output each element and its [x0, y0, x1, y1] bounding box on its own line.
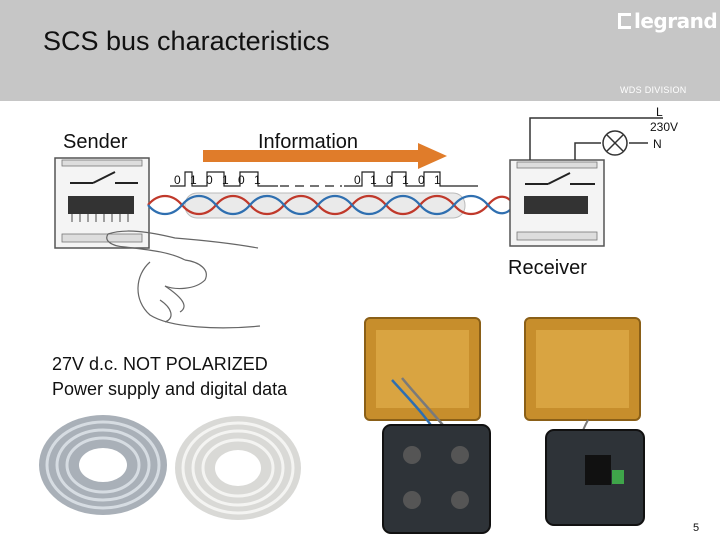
caption-line-1: 27V d.c. NOT POLARIZED [52, 354, 268, 374]
information-arrow-icon [203, 143, 447, 169]
sender-module-icon [54, 157, 150, 249]
legrand-logo-icon [618, 13, 631, 29]
digital-signal-trace [170, 171, 278, 187]
legrand-logo: legrand [618, 9, 718, 33]
white-cable-coil-icon [175, 416, 301, 520]
division-label: WDS DIVISION [620, 85, 687, 95]
twisted-pair-bus-icon [147, 192, 515, 219]
slide-title: SCS bus characteristics [43, 26, 330, 56]
receiver-label: Receiver [508, 257, 587, 279]
bits-group-1: 0 1 0 1 0 1 [174, 173, 261, 187]
line-label: L [656, 105, 663, 119]
receiver-installation-photo [524, 317, 645, 526]
lamp-icon [602, 130, 628, 156]
neutral-label: N [653, 137, 662, 151]
hand-icon [106, 230, 261, 329]
sender-label: Sender [63, 131, 128, 153]
caption-line-2: Power supply and digital data [52, 379, 288, 399]
digital-signal-trace-2 [344, 171, 478, 187]
bits-group-2: 0 1 0 1 0 1 [354, 173, 441, 187]
sender-installation-photo [364, 317, 491, 534]
header-bar: SCS bus characteristics legrand WDS DIVI… [0, 0, 720, 101]
voltage-label: 230V [650, 120, 679, 134]
information-label: Information [258, 131, 359, 153]
grey-cable-coil-icon [39, 415, 167, 515]
receiver-module-icon [509, 159, 605, 247]
caption: 27V d.c. NOT POLARIZED Power supply and … [52, 352, 287, 402]
mains-wiring [529, 117, 663, 160]
page-number: 5 [693, 522, 700, 534]
legrand-logo-text: legrand [634, 9, 718, 33]
